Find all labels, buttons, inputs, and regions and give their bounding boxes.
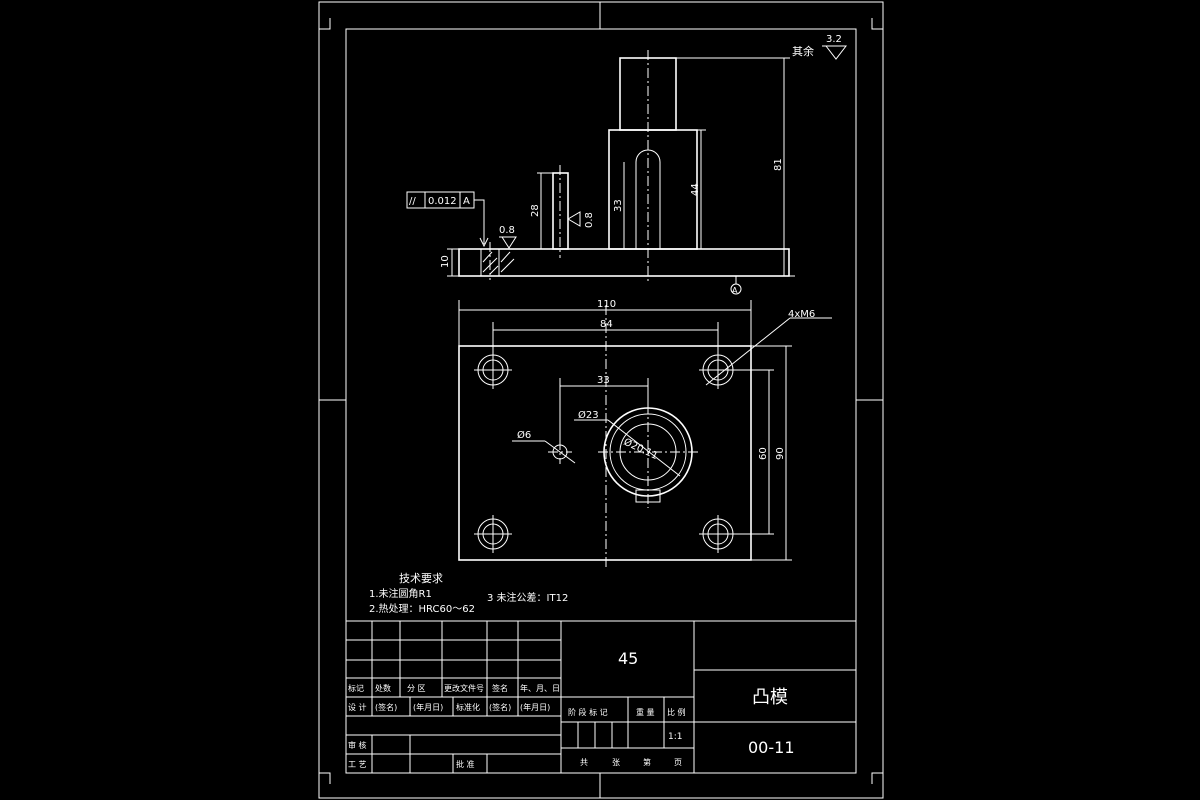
design-date: (年月日)	[413, 702, 443, 712]
section-view: 81 44 33 28 10 0.8 0.8 // 0.012 A	[406, 50, 795, 295]
material: 45	[618, 649, 638, 668]
dim-44: 44	[690, 183, 701, 196]
sheet-unit: 张	[612, 758, 620, 767]
title-block: 45 凸模 00-11 1:1 标记 处数 分 区 更改文件号 签名 年、月、日…	[345, 620, 857, 774]
thread-leader	[705, 317, 791, 386]
tolerance-value: 0.012	[428, 196, 457, 207]
thread-label: 4xM6	[788, 309, 815, 320]
phi23-leader	[607, 419, 681, 477]
plan-view: 110 84 33 60 90 4xM6 Ø23 Ø20.11 Ø6	[458, 299, 832, 570]
standard-sign: (签名)	[489, 702, 511, 712]
drawing-number: 00-11	[748, 738, 795, 757]
standard-label: 标准化	[456, 702, 480, 712]
dim-84: 84	[600, 319, 613, 330]
roughness-symbol-icon	[567, 211, 581, 227]
tech-item-3: 3 未注公差：IT12	[487, 591, 568, 604]
tech-item-1: 1.未注圆角R1	[369, 587, 432, 600]
tolerance-symbol: //	[409, 196, 416, 207]
dim-90: 90	[775, 447, 786, 460]
design-sign: (签名)	[375, 702, 397, 712]
tech-item-2: 2.热处理：HRC60～62	[369, 602, 475, 615]
dim-phi20: Ø20.11	[622, 436, 660, 462]
tolerance-frame: // 0.012 A	[406, 191, 489, 248]
tolerance-datum: A	[463, 196, 470, 207]
rev-col-sign: 签名	[492, 683, 508, 693]
rev-col-count: 处数	[375, 683, 391, 693]
tech-title: 技术要求	[399, 572, 443, 585]
design-label: 设 计	[348, 702, 367, 712]
weight-header: 重 量	[636, 707, 655, 717]
datum-label: A	[732, 286, 738, 295]
surface-finish-note: 其余 3.2	[792, 34, 848, 60]
dim-28: 28	[530, 204, 541, 217]
process-label: 工 艺	[348, 760, 367, 769]
sheet-page: 页	[674, 758, 682, 767]
rev-col-docno: 更改文件号	[444, 683, 484, 693]
roughness-symbol-icon	[822, 45, 848, 60]
sheet-total: 共	[580, 758, 588, 767]
dim-phi6: Ø6	[517, 429, 531, 441]
rev-col-zone: 分 区	[407, 684, 426, 693]
check-label: 审 核	[348, 740, 367, 750]
sheet-number: 第	[643, 757, 651, 767]
scale-header: 比 例	[667, 707, 686, 717]
dim-33-plan: 33	[597, 375, 610, 386]
roughness-b: 0.8	[584, 212, 595, 228]
plate-outline	[458, 345, 752, 561]
sheet-border	[318, 1, 884, 799]
dim-phi23: Ø23	[578, 409, 599, 421]
dim-60: 60	[758, 447, 769, 460]
rev-col-date: 年、月、日	[520, 683, 560, 693]
phi6-leader	[544, 440, 576, 464]
dim-81: 81	[773, 158, 784, 171]
scale-value: 1:1	[668, 732, 682, 742]
surface-finish-value: 3.2	[826, 34, 842, 45]
rev-col-mark: 标记	[348, 683, 364, 693]
stage-header: 阶 段 标 记	[568, 707, 608, 717]
roughness-symbol-icon	[499, 236, 517, 249]
dim-110: 110	[597, 299, 616, 310]
surface-finish-text: 其余	[792, 44, 814, 58]
tech-requirements: 技术要求 1.未注圆角R1 2.热处理：HRC60～62 3 未注公差：IT12	[369, 572, 568, 615]
dim-10: 10	[440, 255, 451, 268]
datum-circle-icon	[730, 283, 742, 295]
standard-date: (年月日)	[520, 702, 550, 712]
corner-holes	[474, 351, 737, 553]
part-name: 凸模	[752, 687, 788, 708]
dim-33: 33	[613, 199, 624, 212]
boss-outline	[608, 129, 698, 250]
approve-label: 批 准	[456, 759, 475, 769]
roughness-a: 0.8	[499, 225, 515, 236]
